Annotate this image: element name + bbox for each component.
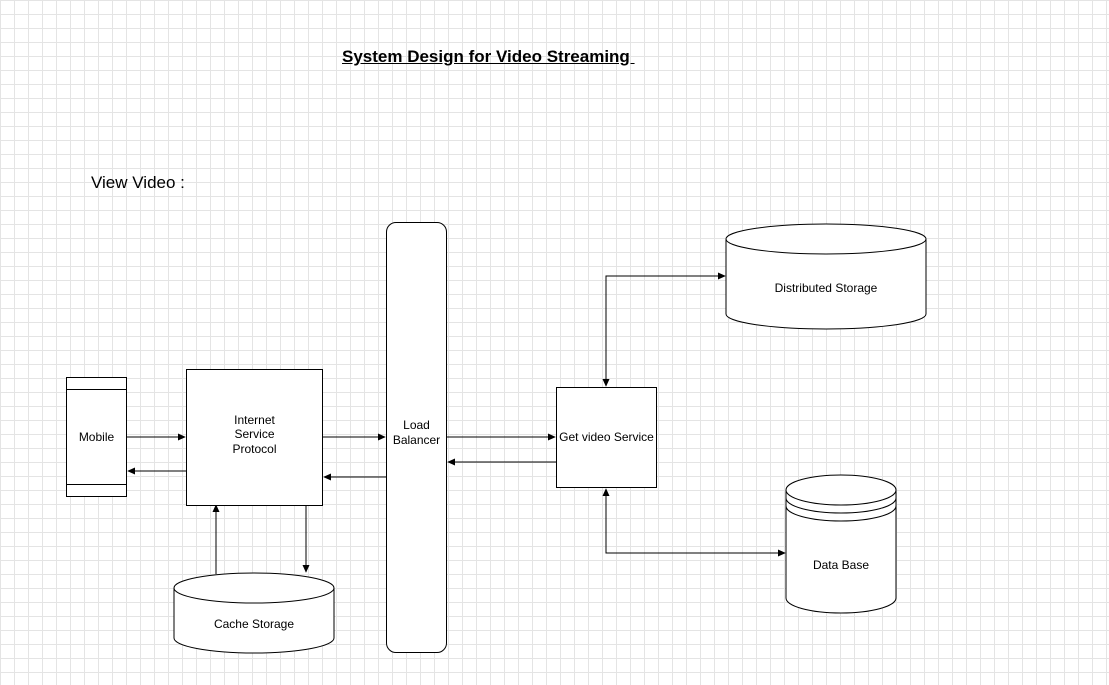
isp-label: Internet Service Protocol xyxy=(232,412,277,456)
cache-storage-label[interactable]: Cache Storage xyxy=(213,617,295,631)
diagram-title: System Design for Video Streaming xyxy=(342,47,635,66)
mobile-bottom-bar xyxy=(67,484,126,485)
load-balancer-node[interactable]: Load Balancer xyxy=(386,222,447,653)
data-base-label[interactable]: Data Base xyxy=(812,558,870,572)
internet-service-protocol-node[interactable]: Internet Service Protocol xyxy=(186,369,323,506)
data-base-cylinder xyxy=(785,474,897,614)
edge-get-video-data-base xyxy=(602,488,786,557)
mobile-label: Mobile xyxy=(78,429,115,444)
mobile-node[interactable]: Mobile xyxy=(66,377,127,497)
get-video-service-label: Get video Service xyxy=(559,430,654,445)
section-label-view-video: View Video : xyxy=(91,173,185,192)
get-video-service-node[interactable]: Get video Service xyxy=(556,387,657,488)
cache-storage-cylinder xyxy=(173,572,335,654)
distributed-storage-cylinder xyxy=(725,223,927,330)
edge-get-video-distributed-storage xyxy=(602,272,726,387)
load-balancer-label: Load Balancer xyxy=(392,418,441,447)
mobile-top-bar xyxy=(67,389,126,390)
distributed-storage-label[interactable]: Distributed Storage xyxy=(774,281,878,295)
